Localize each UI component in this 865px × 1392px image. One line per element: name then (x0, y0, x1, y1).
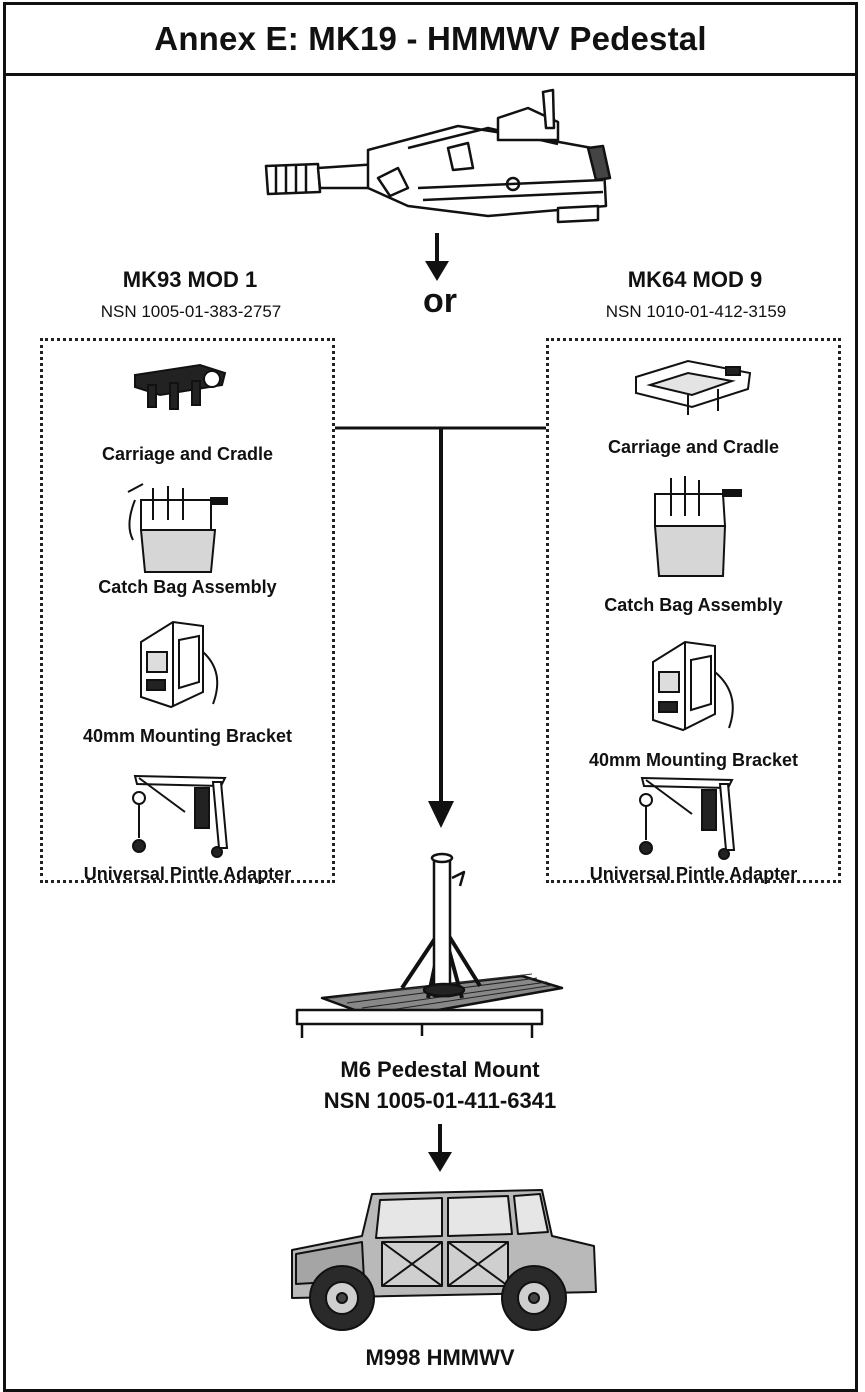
carriage-cradle-icon (134, 363, 227, 410)
catch-bag-icon (653, 476, 742, 577)
carriage-cradle-icon (635, 359, 752, 415)
left-component-label-2: Catch Bag Assembly (98, 577, 277, 597)
pedestal-mount-icon (295, 852, 564, 1038)
right-component-label-3: 40mm Mounting Bracket (588, 750, 799, 770)
left-mount-nsn: NSN 1005-01-383-2757 (100, 302, 282, 321)
mk19-launcher-icon (264, 88, 612, 224)
vehicle-name: M998 HMMWV (365, 1345, 515, 1370)
left-component-label-1: Carriage and Cradle (101, 444, 274, 464)
pintle-adapter-icon (132, 774, 229, 858)
pedestal-nsn: NSN 1005-01-411-6341 (323, 1088, 557, 1113)
down-arrow-icon (425, 233, 449, 281)
or-connector: or (423, 282, 457, 320)
mounting-bracket-icon (140, 620, 219, 709)
catch-bag-icon (127, 483, 228, 573)
merge-connector (335, 426, 546, 828)
pintle-adapter-icon (639, 776, 736, 860)
left-components-box (40, 338, 335, 883)
page-title: Annex E: MK19 - HMMWV Pedestal (3, 2, 858, 76)
left-component-label-4: Universal Pintle Adapter (83, 864, 292, 884)
right-component-label-2: Catch Bag Assembly (604, 595, 783, 615)
down-arrow-icon (428, 1124, 452, 1172)
right-mount-name: MK64 MOD 9 (627, 267, 763, 292)
hmmwv-vehicle-icon (291, 1189, 597, 1331)
pedestal-name: M6 Pedestal Mount (340, 1057, 540, 1082)
right-components-box (546, 338, 841, 883)
right-component-label-1: Carriage and Cradle (607, 437, 780, 457)
right-component-label-4: Universal Pintle Adapter (589, 864, 798, 884)
left-mount-name: MK93 MOD 1 (122, 267, 258, 292)
mounting-bracket-icon (652, 640, 734, 732)
left-component-label-3: 40mm Mounting Bracket (82, 726, 293, 746)
right-mount-nsn: NSN 1010-01-412-3159 (605, 302, 787, 321)
